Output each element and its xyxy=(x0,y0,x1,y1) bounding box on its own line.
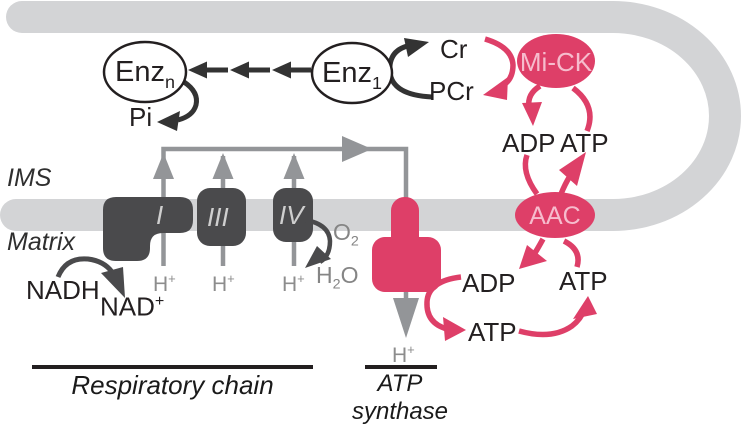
pi-label: Pi xyxy=(129,102,153,132)
enz-1-ellipse xyxy=(310,41,394,105)
enzyme-ellipses xyxy=(102,34,595,238)
adp-ims-label: ADP xyxy=(502,128,556,158)
o2-to-h2o-arrow xyxy=(304,217,333,268)
nadh-to-nad-arrow xyxy=(55,256,125,298)
dark-matrix-arrows xyxy=(55,217,333,298)
enz-n-label: Enzn xyxy=(105,58,185,91)
atp-to-mick-arrow xyxy=(571,85,593,133)
complex-i-label: I xyxy=(156,200,164,230)
complex-iv-label: IV xyxy=(279,200,304,230)
atp-matrix-into-aac-arrow xyxy=(562,238,581,268)
aac-to-atp-ims-arrow xyxy=(558,152,586,196)
matrix-label: Matrix xyxy=(7,228,76,256)
complex-iii-label: III xyxy=(207,202,229,232)
synthase-adp-to-atp-arrow xyxy=(424,274,466,341)
ims-label: IMS xyxy=(7,164,52,192)
proton-arrowhead-complex-iii xyxy=(212,153,234,179)
atp-transport-to-aac-arrow xyxy=(518,296,597,338)
respiratory-chain-underline xyxy=(32,365,313,369)
o2-label: O2 xyxy=(333,219,359,250)
complex-iv-shape xyxy=(273,188,313,242)
atp-synthase-underline xyxy=(365,365,437,369)
nad-base: NAD xyxy=(100,291,155,322)
nad-label: NAD+ xyxy=(100,293,164,320)
proton-arrowhead-complex-iv xyxy=(283,153,305,179)
enzyme-chain-arrows xyxy=(188,61,311,79)
mick-ellipse xyxy=(517,34,595,88)
complex-iii-shape xyxy=(197,188,246,246)
respiratory-chain-caption: Respiratory chain xyxy=(71,370,274,400)
complex-i-shape xyxy=(103,197,193,261)
enz1-pcr-to-cr-arrow xyxy=(387,38,433,100)
mick-label: Mi-CK xyxy=(519,47,593,77)
proton-arrowhead-complex-i xyxy=(153,153,174,179)
atp-synthase-caption-line2: synthase xyxy=(351,398,449,425)
atp-synthase-shape xyxy=(372,197,441,292)
inner-membrane-shape xyxy=(0,0,741,231)
hplus-complex-iii-label: H+ xyxy=(212,271,235,296)
enz-n-ellipse xyxy=(102,40,188,104)
atp-matrix-carrier-label: ATP xyxy=(559,266,608,296)
nad-sup: + xyxy=(154,292,165,310)
adp-matrix-label: ADP xyxy=(462,268,516,298)
enz-n-base: Enz xyxy=(115,56,165,88)
aac-label: AAC xyxy=(529,202,581,230)
enz-1-label: Enz1 xyxy=(312,59,392,92)
respiratory-complexes xyxy=(103,188,313,261)
enz-1-base: Enz xyxy=(322,57,372,89)
enz-n-sub: n xyxy=(164,71,175,92)
nadh-label: NADH xyxy=(26,275,100,305)
cr-label: Cr xyxy=(440,34,468,64)
aac-to-adp-matrix-arrow xyxy=(519,237,547,269)
hplus-synthase-label: H+ xyxy=(392,342,415,367)
mick-cr-to-pcr-arrow xyxy=(483,36,516,100)
pcr-label: PCr xyxy=(429,76,474,106)
h2o-label: H2O xyxy=(316,262,359,293)
atp-matrix-product-label: ATP xyxy=(468,317,517,347)
adp-into-aac-arrow xyxy=(522,154,540,196)
aac-ellipse xyxy=(515,192,595,238)
atp-ims-label: ATP xyxy=(560,128,609,158)
black-arrows xyxy=(157,38,433,131)
enz-1-sub: 1 xyxy=(371,72,382,93)
hplus-complex-i-label: H+ xyxy=(153,271,176,296)
atp-synthase-caption-line1: ATP xyxy=(377,370,423,397)
mick-to-adp-arrow xyxy=(522,83,542,126)
hplus-complex-iv-label: H+ xyxy=(282,271,305,296)
proton-arrowhead-matrix-return xyxy=(393,298,419,338)
enzn-to-pi-arrow xyxy=(157,79,199,131)
proton-arrowhead-to-synthase xyxy=(342,136,372,162)
